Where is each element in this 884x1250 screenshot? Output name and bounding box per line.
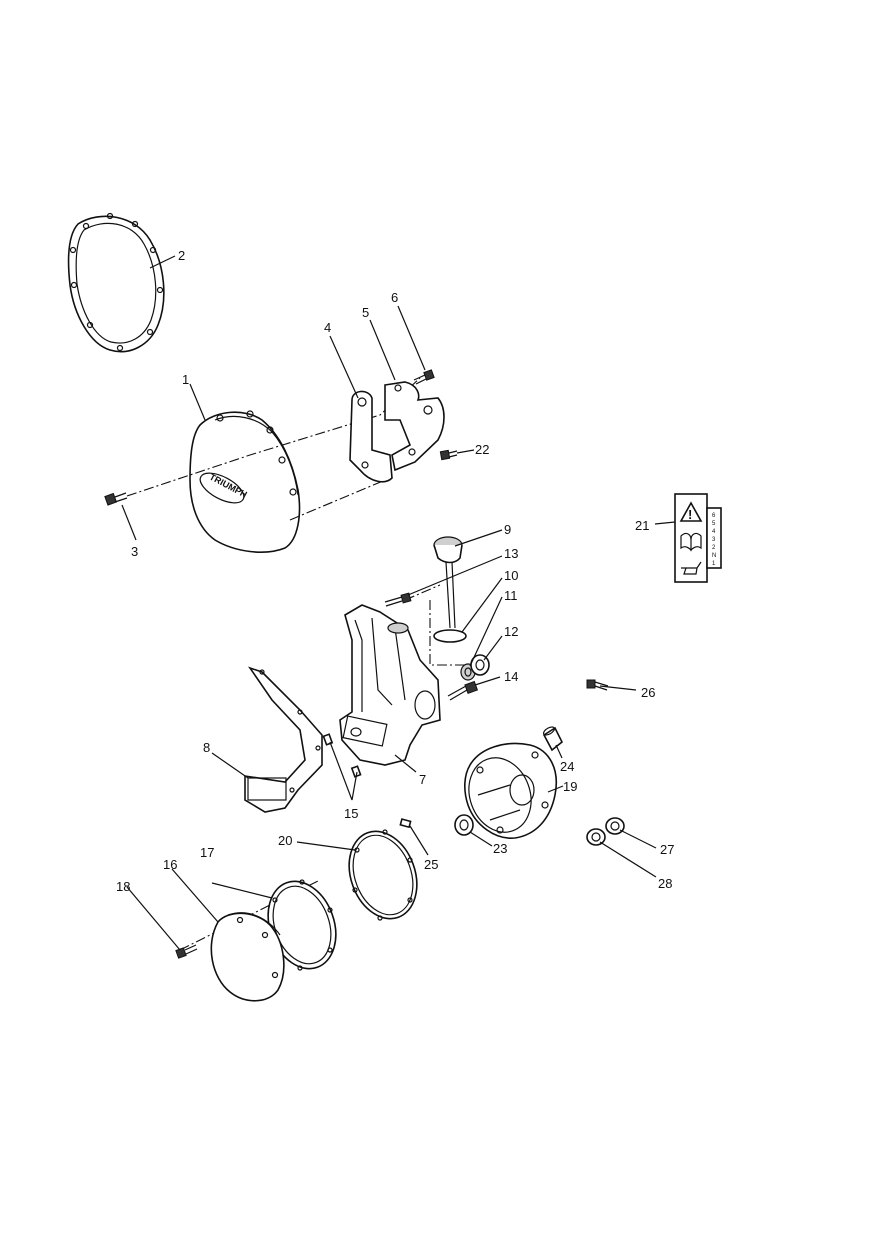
- part-23-seal: [454, 814, 474, 836]
- callout-19: 19: [563, 779, 577, 794]
- part-10-o-ring: [433, 629, 467, 643]
- callout-13: 13: [504, 546, 518, 561]
- callout-18: 18: [116, 879, 130, 894]
- gear-label-5: 5: [712, 521, 716, 527]
- callout-6: 6: [391, 290, 398, 305]
- callout-2: 2: [178, 248, 185, 263]
- gear-label-1: 1: [712, 561, 716, 567]
- callout-10: 10: [504, 568, 518, 583]
- callout-15: 15: [344, 806, 358, 821]
- gear-label-n: N: [712, 553, 716, 559]
- part-16-cover: [210, 912, 285, 1002]
- callout-23: 23: [493, 841, 507, 856]
- gear-label-2: 2: [712, 545, 716, 551]
- part-26-screw: [586, 679, 609, 691]
- callout-25: 25: [424, 857, 438, 872]
- warning-triangle-icon: [679, 501, 703, 522]
- callout-22: 22: [475, 442, 489, 457]
- part-19-pump-body: [464, 742, 557, 839]
- callout-28: 28: [658, 876, 672, 891]
- callout-labels: 1 2 3 4 5 6 7 8 9 10 11 12 13 14 15 16 1…: [116, 248, 674, 894]
- manual-book-icon: [680, 532, 702, 552]
- callout-7: 7: [419, 772, 426, 787]
- part-14-bolt: [447, 680, 479, 701]
- gear-label-3: 3: [712, 537, 716, 543]
- callout-17: 17: [200, 845, 214, 860]
- callout-26: 26: [641, 685, 655, 700]
- callout-8: 8: [203, 740, 210, 755]
- callout-21: 21: [635, 518, 649, 533]
- part-27-plug: [605, 817, 625, 835]
- part-7-housing: [339, 604, 441, 766]
- part-13-bolt: [384, 592, 412, 607]
- part-5-bracket: [384, 381, 445, 472]
- callout-11: 11: [504, 588, 518, 603]
- callout-27: 27: [660, 842, 674, 857]
- callout-9: 9: [504, 522, 511, 537]
- part-21-warning-label: ! 6 5 4 3 2 N 1: [674, 493, 722, 583]
- callout-16: 16: [163, 857, 177, 872]
- callout-14: 14: [504, 669, 518, 684]
- callout-24: 24: [560, 759, 574, 774]
- part-8-gasket: [244, 666, 323, 813]
- gear-label-4: 4: [712, 529, 716, 535]
- warning-symbol: !: [688, 507, 692, 522]
- part-28-washer: [586, 828, 606, 846]
- callout-4: 4: [324, 320, 331, 335]
- callout-5: 5: [362, 305, 369, 320]
- part-1-engine-cover: TRIUMPH: [189, 410, 301, 553]
- part-22-screw: [439, 449, 458, 461]
- part-6-screw: [413, 369, 435, 385]
- callout-20: 20: [278, 833, 292, 848]
- part-25-dowel: [399, 818, 412, 829]
- part-2-gasket: [67, 212, 165, 353]
- callout-1: 1: [182, 372, 189, 387]
- oil-can-icon: [681, 561, 702, 575]
- leader-lines: [121, 255, 676, 951]
- part-3-bolt: [104, 492, 128, 506]
- gear-label-6: 6: [712, 513, 716, 519]
- callout-3: 3: [131, 544, 138, 559]
- callout-12: 12: [504, 624, 518, 639]
- part-9-dipstick-cap: [433, 536, 463, 629]
- part-18-bolt: [175, 944, 198, 959]
- part-24-fitting: [542, 726, 564, 752]
- part-4-bracket: [349, 390, 393, 483]
- part-20-gasket: [348, 829, 418, 921]
